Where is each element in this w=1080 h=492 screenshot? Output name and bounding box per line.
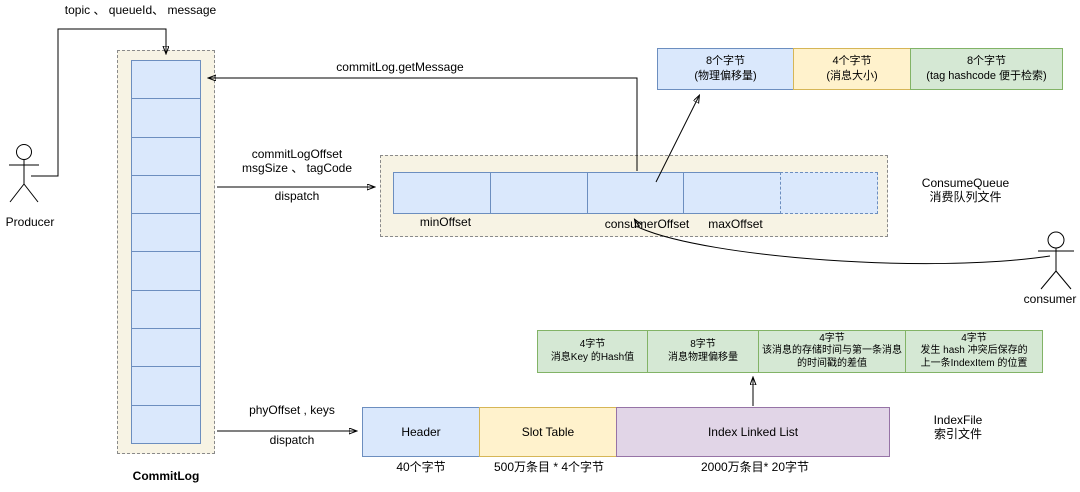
commitlog-cell xyxy=(131,174,201,215)
consumequeue-cell xyxy=(489,172,588,214)
commitlog-cell xyxy=(131,98,201,138)
maxoffset-label: maxOffset xyxy=(708,217,763,231)
index-item-size: 8字节 xyxy=(690,339,716,351)
cq-dispatch-label: commitLogOffset msgSize 、 tagCode xyxy=(218,147,376,176)
indexfile-slot-size: 500万条目 * 4个字节 xyxy=(493,460,605,474)
commitlog-cell xyxy=(131,328,201,368)
indexfile-slot-table: Slot Table xyxy=(479,407,617,457)
cq-record-row: 8个字节 (物理偏移量) 4个字节 (消息大小) 8个字节 (tag hashc… xyxy=(657,48,1063,90)
cq-record-size: 8个字节 xyxy=(966,55,1007,68)
consumequeue-cell xyxy=(393,172,491,214)
indexfile-header-size: 40个字节 xyxy=(396,460,446,474)
index-item-desc2: 的时间戳的差值 xyxy=(797,357,867,369)
consumequeue-title: ConsumeQueue 消费队列文件 xyxy=(903,176,1028,205)
commitlog-cell xyxy=(131,60,201,100)
index-item-desc2: 上一条IndexItem 的位置 xyxy=(920,357,1028,369)
index-dispatch-action: dispatch xyxy=(269,433,315,447)
cq-record-desc: (消息大小) xyxy=(826,70,878,82)
producer-icon xyxy=(9,144,39,203)
cq-record-size: 4个字节 xyxy=(832,55,872,68)
cq-record-desc: (物理偏移量) xyxy=(694,70,757,82)
index-item-row: 4字节 消息Key 的Hash值 8字节 消息物理偏移量 4字节 该消息的存储时… xyxy=(537,330,1043,373)
topic-queueid-message-label: topic 、 queueId、 message xyxy=(64,3,217,17)
cq-record-size: 8个字节 xyxy=(705,55,746,68)
consumequeue-cell xyxy=(683,172,782,214)
cq-record-phyoffset: 8个字节 (物理偏移量) xyxy=(657,48,794,90)
index-item-desc: 消息物理偏移量 xyxy=(668,351,738,363)
indexfile-title: IndexFile 索引文件 xyxy=(903,413,1013,442)
consumequeue-title-en: ConsumeQueue xyxy=(921,176,1010,190)
index-dispatch-label: phyOffset , keys xyxy=(249,403,335,417)
index-item-desc: 消息Key 的Hash值 xyxy=(550,351,635,363)
index-item-desc: 该消息的存储时间与第一条消息 xyxy=(762,345,902,357)
indexfile-linked-list: Index Linked List xyxy=(616,407,890,457)
commitlog-container xyxy=(117,50,215,454)
commitlog-label: CommitLog xyxy=(132,469,200,483)
indexfile-row: Header Slot Table Index Linked List xyxy=(362,407,890,457)
commitlog-cell xyxy=(131,404,201,444)
consumer-label: consumer xyxy=(1023,292,1077,306)
cq-dispatch-line1: commitLogOffset xyxy=(251,147,343,161)
producer-label: Producer xyxy=(5,215,55,229)
consumequeue-cell-dashed xyxy=(780,172,878,214)
index-item-keyhash: 4字节 消息Key 的Hash值 xyxy=(537,330,648,373)
index-item-size: 4字节 xyxy=(961,333,987,345)
indexfile-header: Header xyxy=(362,407,480,457)
cq-record-msgsize: 4个字节 (消息大小) xyxy=(793,48,911,90)
cq-record-taghash: 8个字节 (tag hashcode 便于检索) xyxy=(910,48,1063,90)
indexfile-linked-size: 2000万条目* 20字节 xyxy=(700,460,810,474)
index-item-phyoffset: 8字节 消息物理偏移量 xyxy=(647,330,759,373)
consumer-icon xyxy=(1038,231,1074,290)
cq-dispatch-line2: msgSize 、 tagCode xyxy=(241,160,353,175)
index-item-size: 4字节 xyxy=(819,333,845,345)
getmessage-label: commitLog.getMessage xyxy=(336,60,464,74)
commitlog-cell xyxy=(131,251,201,291)
cq-dispatch-action: dispatch xyxy=(274,189,320,203)
commitlog-cell xyxy=(131,213,201,253)
commitlog-cell xyxy=(131,136,201,176)
index-item-size: 4字节 xyxy=(579,339,606,351)
indexfile-title-en: IndexFile xyxy=(933,413,983,427)
consumequeue-cell xyxy=(586,172,685,214)
cq-record-desc: (tag hashcode 便于检索) xyxy=(926,70,1047,82)
index-item-timediff: 4字节 该消息的存储时间与第一条消息 的时间戳的差值 xyxy=(758,330,906,373)
commitlog-cell xyxy=(131,366,201,406)
consumequeue-cells xyxy=(393,172,878,214)
consumeroffset-label: consumerOffset xyxy=(604,217,690,231)
commitlog-cell xyxy=(131,289,201,330)
consumequeue-title-zh: 消费队列文件 xyxy=(929,189,1002,204)
index-item-prevptr: 4字节 发生 hash 冲突后保存的 上一条IndexItem 的位置 xyxy=(905,330,1043,373)
commitlog-cells xyxy=(131,60,201,444)
index-item-desc: 发生 hash 冲突后保存的 xyxy=(920,345,1028,357)
indexfile-title-zh: 索引文件 xyxy=(933,426,982,441)
minoffset-label: minOffset xyxy=(419,215,472,229)
